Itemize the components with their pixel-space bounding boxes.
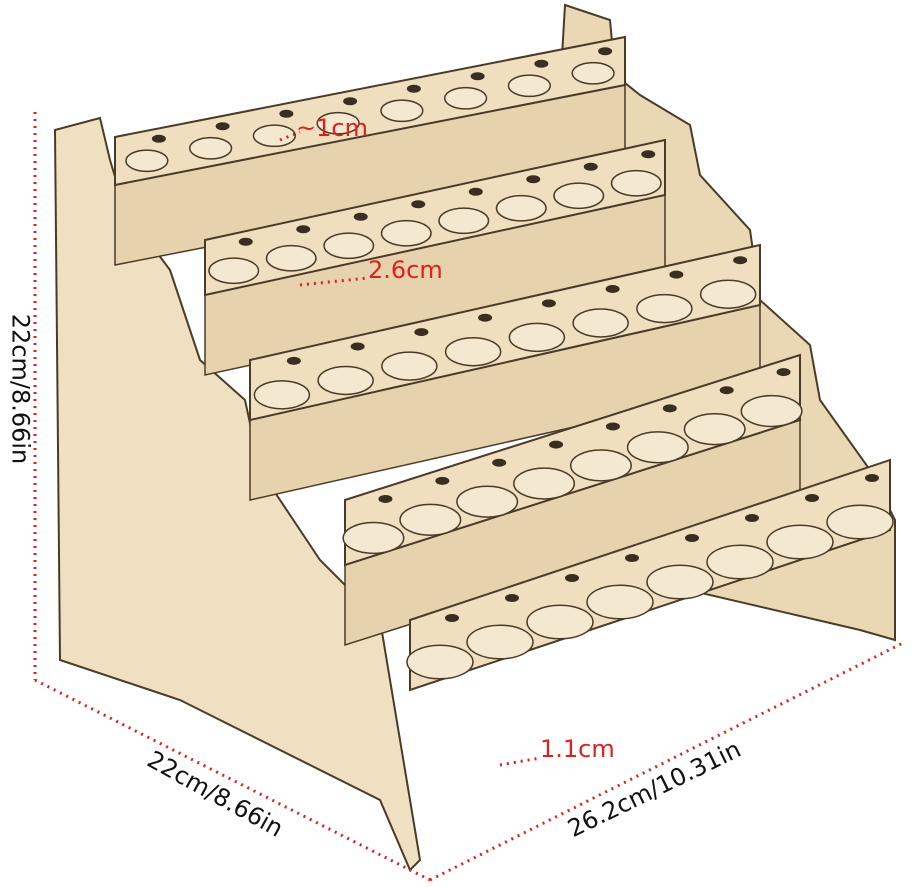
large-hole	[626, 431, 689, 464]
small-hole	[445, 614, 459, 622]
large-hole	[610, 169, 662, 197]
small-hole	[406, 84, 421, 93]
large-hole	[495, 194, 547, 222]
large-hole	[252, 124, 297, 148]
small-hole	[662, 404, 677, 413]
shelf-tier	[204, 138, 666, 297]
small-hole	[414, 328, 429, 337]
large-hole	[507, 74, 552, 98]
small-hole	[534, 59, 549, 68]
shelf-tier	[249, 243, 761, 422]
small-hole	[745, 514, 759, 522]
hole-size-large-label: 2.6cm	[368, 256, 443, 284]
small-hole	[279, 109, 294, 118]
small-hole	[468, 187, 483, 196]
large-hole	[253, 380, 311, 410]
small-hole	[505, 594, 519, 602]
large-hole	[571, 61, 615, 85]
small-hole	[565, 574, 579, 582]
small-hole	[605, 422, 620, 431]
large-hole	[399, 503, 462, 536]
large-hole	[381, 351, 438, 381]
small-hole	[470, 72, 485, 81]
small-hole	[492, 458, 507, 467]
small-hole	[343, 97, 358, 106]
small-hole	[215, 122, 230, 131]
large-hole	[513, 467, 576, 500]
shelf-tier	[114, 35, 626, 187]
large-hole	[526, 604, 594, 640]
large-hole	[323, 232, 375, 260]
large-hole	[572, 308, 629, 338]
large-hole	[125, 149, 169, 173]
small-hole	[350, 342, 365, 351]
small-hole	[669, 270, 684, 279]
large-hole	[636, 293, 693, 324]
large-hole	[569, 449, 632, 482]
large-hole	[188, 136, 233, 160]
small-hole	[719, 386, 734, 395]
small-hole	[526, 175, 541, 184]
large-hole	[826, 504, 894, 540]
height-dimension-label: 22cm/8.66in	[6, 313, 35, 465]
dimension-lines	[33, 112, 906, 882]
large-hole	[683, 413, 746, 446]
large-hole	[265, 244, 317, 272]
small-hole	[549, 440, 564, 449]
hole-size-top-label: ~1cm	[296, 114, 368, 142]
small-hole	[411, 200, 426, 209]
hole-size-bottom-label: 1.1cm	[540, 735, 615, 763]
large-hole	[740, 394, 803, 428]
small-hole	[805, 494, 819, 502]
large-hole	[443, 86, 488, 110]
small-hole	[865, 474, 879, 482]
small-hole	[641, 150, 656, 159]
large-hole	[342, 521, 405, 555]
small-hole	[435, 476, 450, 485]
small-hole	[776, 368, 791, 377]
large-hole	[208, 257, 260, 285]
large-hole	[316, 111, 360, 135]
large-hole	[646, 564, 714, 600]
small-hole	[353, 212, 368, 221]
small-hole	[238, 237, 253, 246]
large-hole	[380, 99, 424, 123]
large-hole	[699, 279, 757, 309]
large-hole	[444, 336, 502, 367]
small-hole	[296, 225, 311, 234]
large-hole	[317, 365, 374, 396]
large-hole	[456, 485, 519, 518]
small-hole	[583, 162, 598, 171]
small-hole	[478, 313, 493, 322]
large-hole	[438, 207, 490, 235]
large-hole	[508, 322, 566, 353]
small-hole	[598, 47, 613, 56]
large-hole	[406, 644, 474, 680]
large-hole	[466, 624, 534, 660]
small-hole	[605, 284, 620, 293]
small-hole	[541, 299, 556, 308]
small-hole	[685, 534, 699, 542]
large-hole	[380, 219, 432, 247]
small-hole	[378, 494, 393, 503]
large-hole	[706, 544, 774, 580]
small-hole	[733, 256, 748, 265]
small-hole	[151, 134, 166, 143]
large-hole	[586, 584, 654, 620]
small-hole	[286, 356, 301, 365]
large-hole	[553, 182, 605, 210]
large-hole	[766, 524, 834, 560]
small-hole	[625, 554, 639, 562]
